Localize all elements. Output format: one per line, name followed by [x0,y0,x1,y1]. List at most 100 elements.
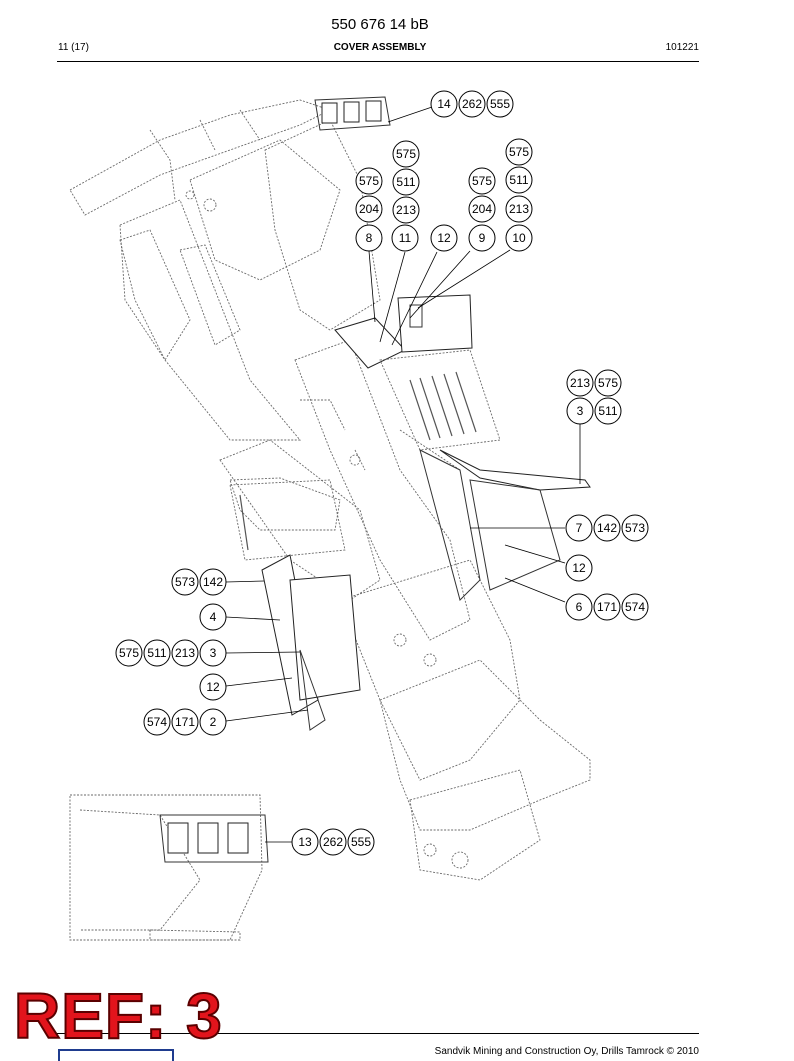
callout-label: 9 [479,231,486,245]
callout-12: 12 [199,673,227,701]
callout-575: 575 [392,140,420,168]
copyright-text: Sandvik Mining and Construction Oy, Dril… [434,1046,699,1057]
callout-213: 213 [505,195,533,223]
callout-171: 171 [171,708,199,736]
page-title: COVER ASSEMBLY [333,42,427,53]
callout-label: 262 [462,97,482,111]
callout-574: 574 [621,593,649,621]
callout-204: 204 [355,195,383,223]
callout-label: 142 [597,521,617,535]
page-number: 11 (17) [58,42,89,53]
callout-label: 511 [147,646,166,660]
callout-label: 13 [298,835,312,849]
callout-8: 8 [355,224,383,252]
callout-label: 573 [625,521,645,535]
callout-label: 555 [490,97,510,111]
callout-14: 14 [430,90,458,118]
callout-12: 12 [430,224,458,252]
callout-label: 262 [323,835,343,849]
callout-label: 555 [351,835,371,849]
callout-label: 171 [175,715,195,729]
callout-label: 12 [206,680,220,694]
callout-575: 575 [355,167,383,195]
callout-label: 511 [598,404,617,418]
callout-label: 511 [396,175,415,189]
callout-label: 7 [576,521,583,535]
callout-label: 12 [437,231,451,245]
callout-573: 573 [171,568,199,596]
callout-171: 171 [593,593,621,621]
callout-label: 213 [570,376,590,390]
callout-label: 142 [203,575,223,589]
callout-575: 575 [594,369,622,397]
leader-lines [225,106,581,843]
callout-13: 13 [291,828,319,856]
callout-573: 573 [621,514,649,542]
callout-label: 213 [509,202,529,216]
callout-3: 3 [566,397,594,425]
callout-213: 213 [566,369,594,397]
callout-label: 574 [147,715,167,729]
ref-stamp: REF: 3 [13,980,223,1052]
callout-575: 575 [505,138,533,166]
callout-label: 3 [577,404,584,418]
callout-4: 4 [199,603,227,631]
inset-detail-view [69,794,269,941]
callout-label: 6 [576,600,583,614]
callout-511: 511 [505,166,533,194]
callout-label: 575 [119,646,139,660]
callout-label: 8 [366,231,373,245]
callout-label: 204 [359,202,379,216]
callout-555: 555 [486,90,514,118]
callout-label: 171 [597,600,617,614]
callout-511: 511 [392,168,420,196]
callout-142: 142 [593,514,621,542]
callout-142: 142 [199,568,227,596]
callout-label: 3 [210,646,217,660]
callout-label: 12 [572,561,586,575]
callout-204: 204 [468,195,496,223]
document-number: 550 676 14 bB [331,16,429,33]
callout-575: 575 [468,167,496,195]
vent-grille-top [314,96,391,131]
revision-code: 101221 [665,42,699,53]
callout-label: 213 [396,203,416,217]
callout-575: 575 [115,639,143,667]
machine-frame-drawing [69,99,591,881]
callout-9: 9 [468,224,496,252]
callout-label: 10 [512,231,526,245]
callout-label: 4 [210,610,217,624]
callout-label: 204 [472,202,492,216]
callout-label: 14 [437,97,451,111]
callout-574: 574 [143,708,171,736]
callout-label: 575 [396,147,416,161]
callout-label: 575 [509,145,529,159]
right-side-cover [419,449,591,601]
callout-label: 511 [509,173,528,187]
callout-label: 575 [598,376,618,390]
upper-cover-panels [334,294,501,451]
footer-divider [57,1033,699,1034]
callout-213: 213 [392,196,420,224]
callout-213: 213 [171,639,199,667]
callout-3: 3 [199,639,227,667]
left-side-covers [229,479,361,731]
callout-11: 11 [391,224,419,252]
callout-262: 262 [458,90,486,118]
callout-7: 7 [565,514,593,542]
callout-10: 10 [505,224,533,252]
company-logo-icon [58,1049,174,1061]
callout-label: 213 [175,646,195,660]
callout-label: 11 [399,231,412,245]
callout-262: 262 [319,828,347,856]
callout-2: 2 [199,708,227,736]
callout-12: 12 [565,554,593,582]
callout-6: 6 [565,593,593,621]
callout-label: 575 [472,174,492,188]
callout-511: 511 [594,397,622,425]
callout-label: 573 [175,575,195,589]
callout-label: 574 [625,600,645,614]
callout-555: 555 [347,828,375,856]
callout-label: 2 [210,715,217,729]
